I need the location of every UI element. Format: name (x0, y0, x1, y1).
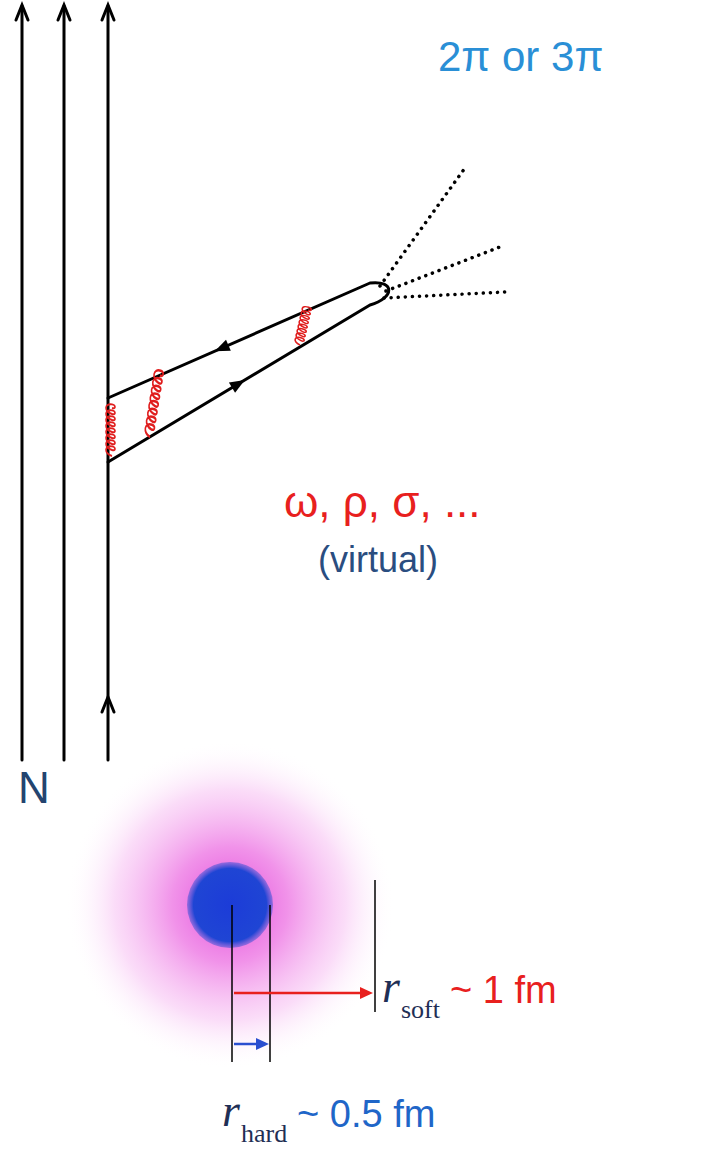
virtual-note: (virtual) (318, 540, 438, 580)
radius-value: ~ 1 fm (450, 970, 557, 1012)
pion-lines (380, 168, 505, 298)
meson-label: ω, ρ, σ, ... (284, 478, 481, 526)
nucleon-label: N (18, 764, 50, 812)
nucleon-blob (65, 740, 395, 1070)
radius-subscript: hard (241, 1120, 287, 1149)
meson-loop (108, 283, 389, 462)
quark-lines (16, 5, 114, 760)
radius-subscript: soft (401, 996, 440, 1025)
radius-ticks (232, 880, 375, 1062)
radius-symbol: r (382, 962, 400, 1013)
pion-label: 2π or 3π (438, 34, 603, 80)
radius-value: ~ 0.5 fm (297, 1094, 435, 1136)
radius-arrows (234, 987, 373, 1050)
radius-symbol: r (222, 1086, 240, 1137)
loop-arrows (212, 340, 248, 393)
gluon-coils (106, 306, 312, 456)
